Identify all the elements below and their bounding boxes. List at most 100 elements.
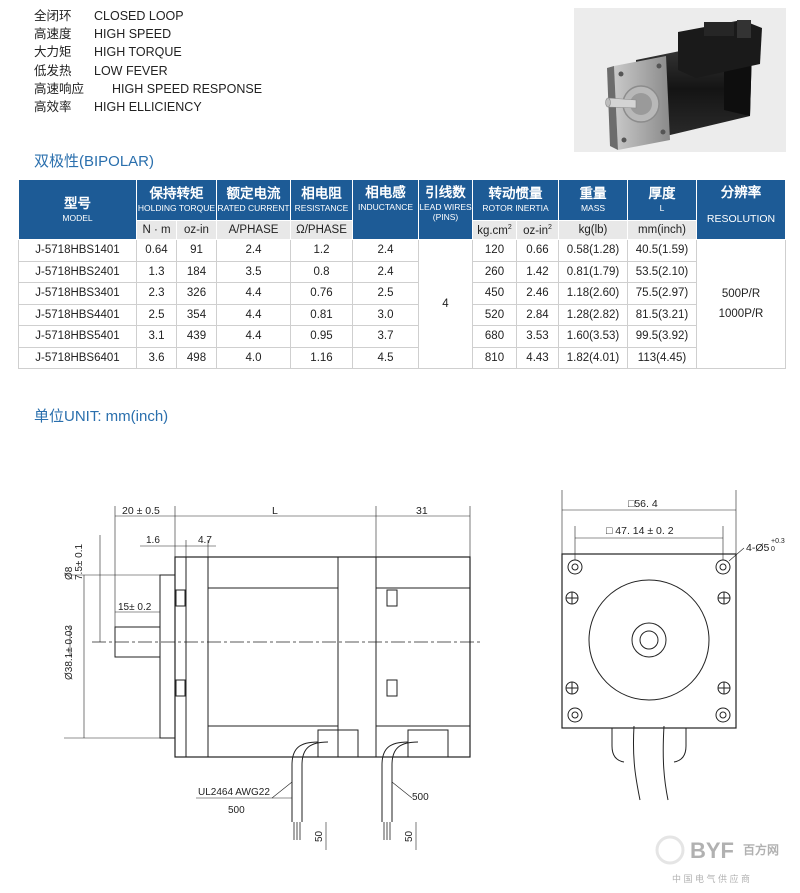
unit-inertia-oz: oz-in2 xyxy=(516,220,559,240)
table-row: J-5718HBS4401 2.5 354 4.4 0.81 3.0 520 2… xyxy=(18,303,786,326)
cell-resistance: 1.2 xyxy=(290,239,353,262)
unit-current: A/PHASE xyxy=(216,220,291,240)
cell-nm: 2.5 xyxy=(136,303,177,326)
cell-resistance: 1.16 xyxy=(290,346,353,369)
cell-nm: 3.6 xyxy=(136,346,177,369)
cell-nm: 3.1 xyxy=(136,325,177,348)
cell-model: J-5718HBS1401 xyxy=(18,239,137,262)
dim-square-label: □56. 4 xyxy=(628,498,658,510)
cell-ozin: 91 xyxy=(176,239,217,262)
unit-thickness: mm(inch) xyxy=(627,220,697,240)
cable-length-1-label: 500 xyxy=(228,805,245,816)
cell-inductance: 4.5 xyxy=(352,346,419,369)
cell-lead-wires: 4 xyxy=(418,239,473,369)
cell-inductance: 3.0 xyxy=(352,303,419,326)
cell-mass: 1.28(2.82) xyxy=(558,303,628,326)
cell-resistance: 0.76 xyxy=(290,282,353,305)
cell-inertia-kg: 450 xyxy=(472,282,517,305)
cell-thickness: 53.5(2.10) xyxy=(627,260,697,283)
cell-current: 4.4 xyxy=(216,282,291,305)
dimension-drawing: 20 ± 0.5 L 31 1.6 4.7 15± 0.2 Ø8 7.5± 0.… xyxy=(64,490,785,884)
cell-thickness: 40.5(1.59) xyxy=(627,239,697,262)
cell-resistance: 0.8 xyxy=(290,260,353,283)
cell-current: 4.4 xyxy=(216,325,291,348)
cell-inertia-kg: 810 xyxy=(472,346,517,369)
cell-inertia-oz: 2.46 xyxy=(516,282,559,305)
cell-inductance: 3.7 xyxy=(352,325,419,348)
dim-rear-label: 31 xyxy=(416,505,428,517)
cell-inductance: 2.4 xyxy=(352,239,419,262)
table-row: J-5718HBS1401 0.64 91 2.4 1.2 2.4 4 120 … xyxy=(18,239,786,369)
cell-thickness: 99.5(3.92) xyxy=(627,325,697,348)
dim-shaft-d-label: Ø8 xyxy=(64,566,75,580)
cell-nm: 2.3 xyxy=(136,282,177,305)
cell-mass: 1.18(2.60) xyxy=(558,282,628,305)
cell-inertia-oz: 0.66 xyxy=(516,239,559,262)
cell-ozin: 439 xyxy=(176,325,217,348)
motor-illustration xyxy=(605,20,762,150)
table-row: J-5718HBS3401 2.3 326 4.4 0.76 2.5 450 2… xyxy=(18,282,786,305)
cell-resolution: 500P/R 1000P/R xyxy=(696,239,786,369)
unit-resistance: Ω/PHASE xyxy=(290,220,353,240)
cell-model: J-5718HBS2401 xyxy=(18,260,137,283)
cell-ozin: 184 xyxy=(176,260,217,283)
unit-inertia-kg: kg.cm2 xyxy=(472,220,517,240)
cell-mass: 0.58(1.28) xyxy=(558,239,628,262)
strip-length-1-label: 50 xyxy=(314,830,325,842)
cell-ozin: 498 xyxy=(176,346,217,369)
dim-length-label: L xyxy=(272,505,278,517)
cell-mass: 0.81(1.79) xyxy=(558,260,628,283)
dim-holes-label: 4-Ø5 xyxy=(746,542,770,554)
cell-model: J-5718HBS6401 xyxy=(18,346,137,369)
cell-current: 4.4 xyxy=(216,303,291,326)
cell-model: J-5718HBS4401 xyxy=(18,303,137,326)
cell-thickness: 75.5(2.97) xyxy=(627,282,697,305)
table-unit-row: N · m oz-in A/PHASE Ω/PHASE kg.cm2 oz-in… xyxy=(19,220,786,240)
watermark-brand-cn: 百方网 xyxy=(743,842,779,857)
cell-inertia-kg: 680 xyxy=(472,325,517,348)
unit-title: 单位UNIT: mm(inch) xyxy=(34,408,169,425)
cell-thickness: 81.5(3.21) xyxy=(627,303,697,326)
table-row: J-5718HBS6401 3.6 498 4.0 1.16 4.5 810 4… xyxy=(18,346,786,369)
cell-inductance: 2.4 xyxy=(352,260,419,283)
cable-spec-label: UL2464 AWG22 xyxy=(198,787,270,798)
cell-nm: 1.3 xyxy=(136,260,177,283)
cell-model: J-5718HBS3401 xyxy=(18,282,137,305)
table-row: J-5718HBS5401 3.1 439 4.4 0.95 3.7 680 3… xyxy=(18,325,786,348)
cell-mass: 1.60(3.53) xyxy=(558,325,628,348)
unit-ozin: oz-in xyxy=(176,220,217,240)
side-view: 20 ± 0.5 L 31 1.6 4.7 15± 0.2 Ø8 7.5± 0.… xyxy=(64,505,480,850)
cell-inertia-oz: 1.42 xyxy=(516,260,559,283)
cell-resistance: 0.95 xyxy=(290,325,353,348)
cell-current: 4.0 xyxy=(216,346,291,369)
cell-inertia-oz: 3.53 xyxy=(516,325,559,348)
cell-model: J-5718HBS5401 xyxy=(18,325,137,348)
motor-photo xyxy=(574,8,786,152)
unit-mass: kg(lb) xyxy=(558,220,628,240)
unit-nm: N · m xyxy=(136,220,177,240)
cell-inertia-kg: 260 xyxy=(472,260,517,283)
byf-watermark: BYF 百方网 中 国 电 气 供 应 商 xyxy=(655,835,779,884)
dim-shaft-len-label: 15± 0.2 xyxy=(118,602,152,613)
cell-nm: 0.64 xyxy=(136,239,177,262)
cell-ozin: 354 xyxy=(176,303,217,326)
dim-holes-tol2-label: 0 xyxy=(771,546,775,553)
cell-current: 2.4 xyxy=(216,239,291,262)
dim-4-7-label: 4.7 xyxy=(198,535,212,546)
